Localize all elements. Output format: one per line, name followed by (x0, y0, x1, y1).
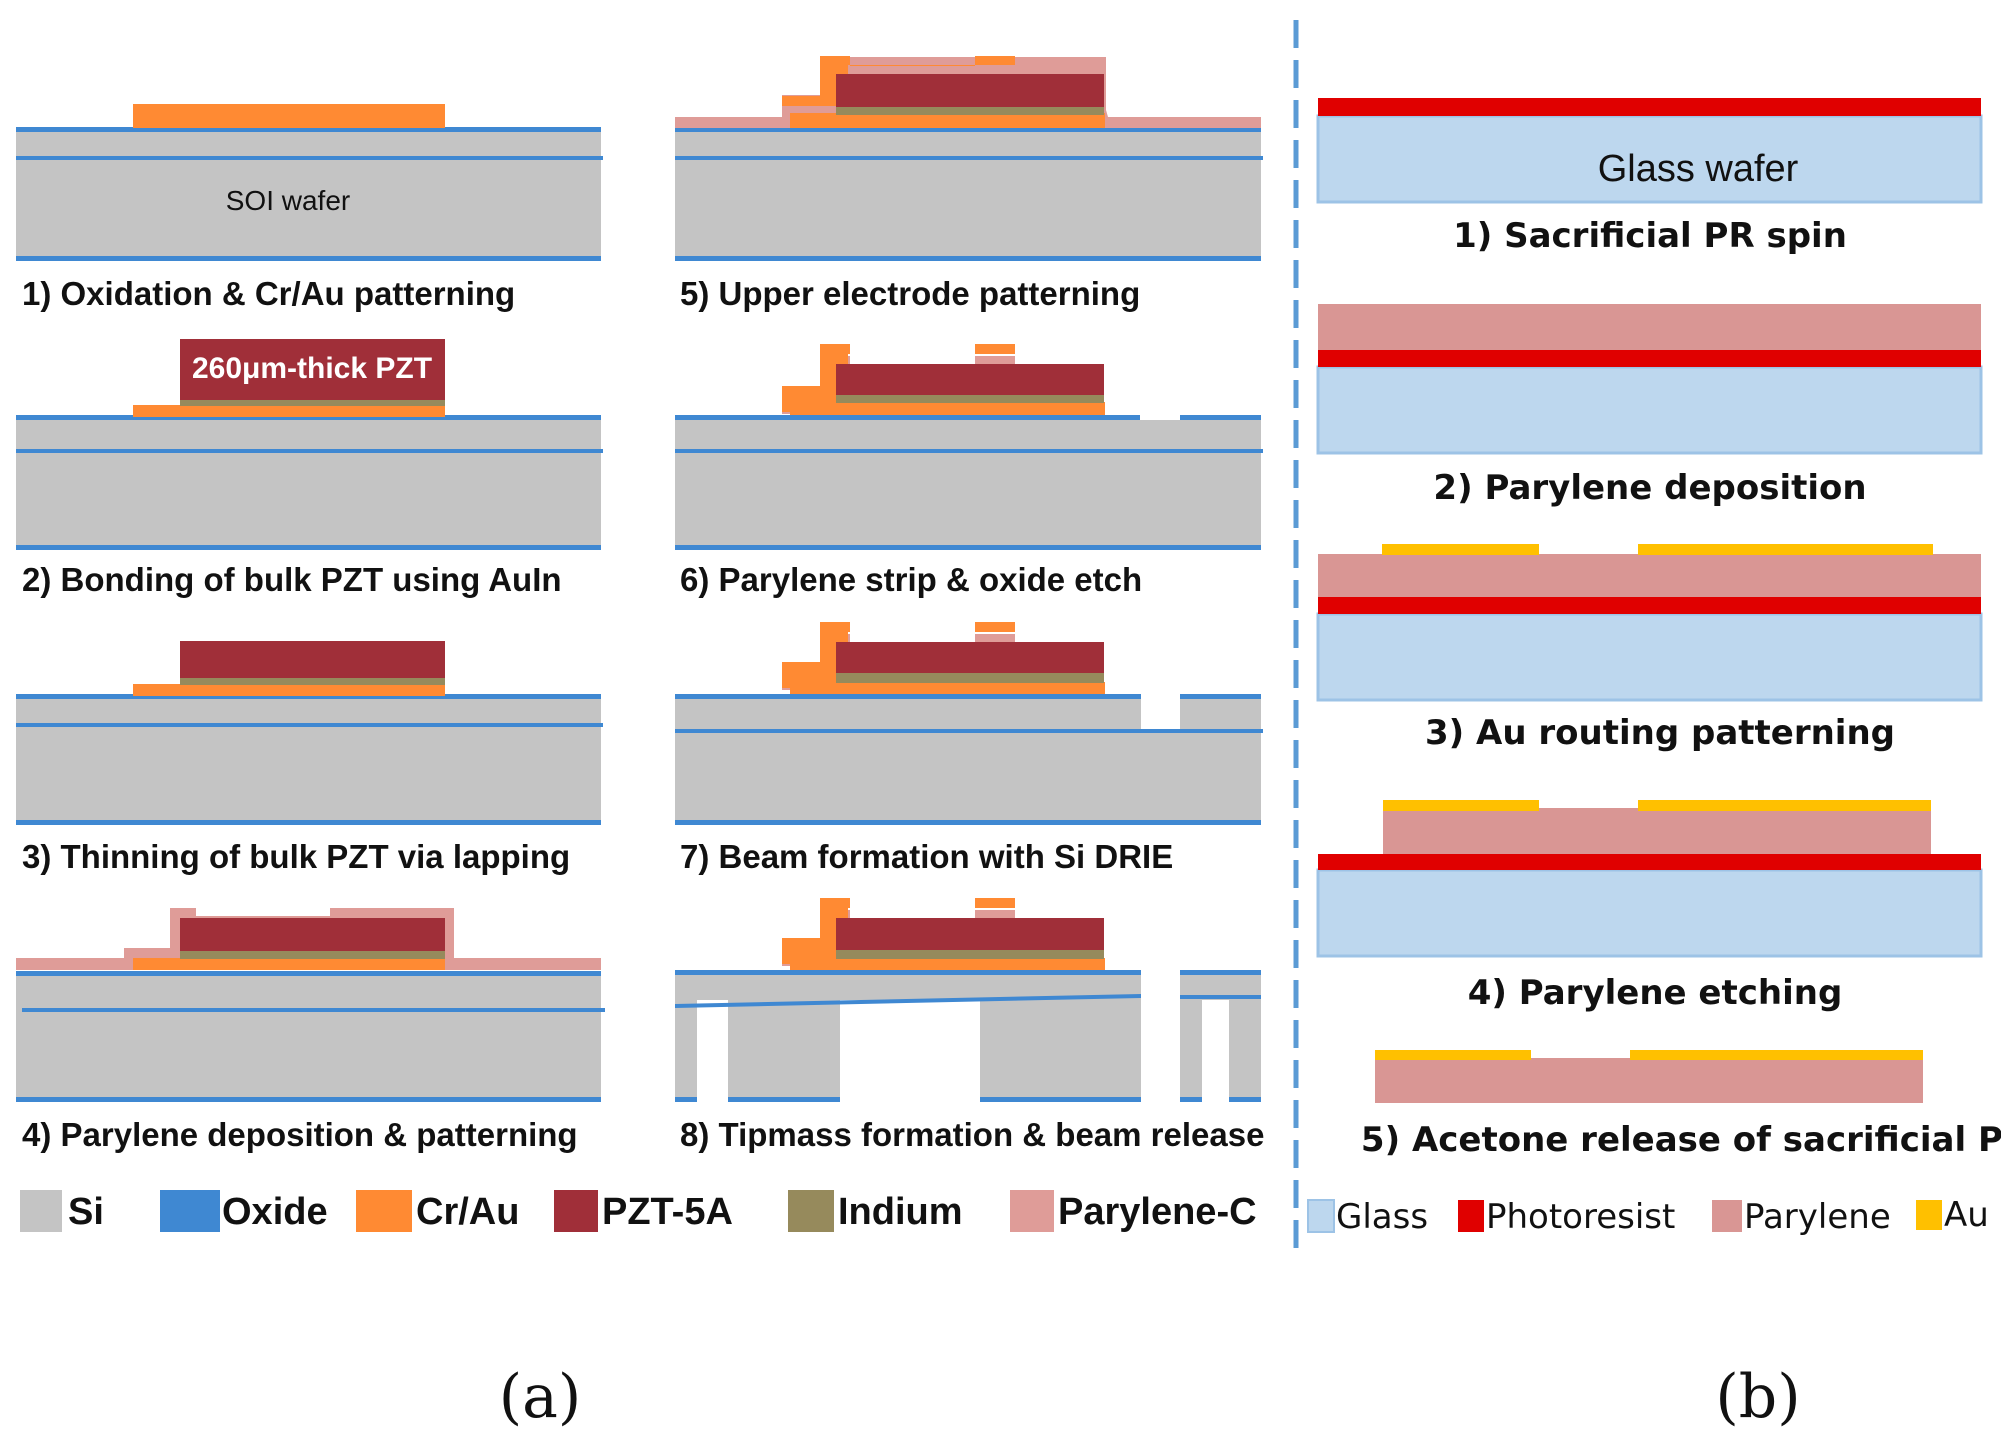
legend-label-crau: Cr/Au (416, 1191, 519, 1233)
step-b5-diagram (1375, 1050, 1923, 1103)
glass-wafer-label: Glass wafer (1598, 148, 1799, 190)
legend-swatch-oxide (160, 1190, 220, 1232)
legend-label-oxide: Oxide (222, 1191, 328, 1233)
legend-label-parylene: Parylene (1744, 1197, 1891, 1237)
legend-swatch-indium (788, 1190, 834, 1232)
step-b1-diagram: Glass wafer (1316, 98, 1983, 204)
step-a4-caption: 4) Parylene deposition & patterning (22, 1116, 578, 1153)
soi-wafer-label: SOI wafer (226, 185, 350, 216)
step-a3-diagram (16, 641, 603, 825)
pzt-thickness-label: 260μm-thick PZT (192, 352, 432, 385)
legend-label-indium: Indium (838, 1191, 963, 1233)
legend-label-parylene-c: Parylene-C (1058, 1191, 1257, 1233)
step-a2-diagram: 260μm-thick PZT (16, 339, 603, 550)
legend-swatch-photoresist (1458, 1200, 1484, 1232)
step-a7-diagram (675, 622, 1263, 825)
legend-swatch-parylene (1712, 1200, 1742, 1232)
step-a6-caption: 6) Parylene strip & oxide etch (680, 561, 1142, 598)
legend-swatch-glass (1307, 1199, 1335, 1233)
step-b4-diagram (1316, 800, 1983, 958)
step-b2-caption: 2) Parylene deposition (1433, 468, 1866, 508)
step-a8-caption: 8) Tipmass formation & beam release (680, 1116, 1264, 1153)
legend-swatch-pzt (554, 1190, 598, 1232)
legend-label-pzt: PZT-5A (602, 1191, 733, 1233)
step-b3-diagram (1316, 544, 1983, 702)
step-a4-diagram (16, 908, 605, 1102)
panel-a-label: (a) (499, 1362, 582, 1432)
step-a3-caption: 3) Thinning of bulk PZT via lapping (22, 838, 570, 875)
step-a6-diagram (675, 344, 1263, 550)
step-a8-diagram (675, 898, 1261, 1102)
step-a2-caption: 2) Bonding of bulk PZT using AuIn (22, 561, 562, 598)
legend-swatch-parylene-c (1010, 1190, 1054, 1232)
step-a5-caption: 5) Upper electrode patterning (680, 275, 1140, 312)
step-a7-caption: 7) Beam formation with Si DRIE (680, 838, 1173, 875)
legend-b: Glass Photoresist Parylene Au (1307, 1195, 1989, 1237)
legend-label-si: Si (68, 1191, 104, 1233)
step-b4-caption: 4) Parylene etching (1468, 973, 1843, 1013)
step-a1-caption: 1) Oxidation & Cr/Au patterning (22, 275, 515, 312)
step-b3-caption: 3) Au routing patterning (1425, 713, 1895, 753)
legend-label-au: Au (1944, 1195, 1989, 1235)
step-a1-diagram: SOI wafer (16, 104, 603, 261)
legend-a: Si Oxide Cr/Au PZT-5A Indium Parylene-C (20, 1190, 1257, 1233)
step-a5-diagram (675, 56, 1263, 261)
legend-label-photoresist: Photoresist (1486, 1197, 1675, 1237)
legend-swatch-au (1916, 1200, 1942, 1230)
panel-b-label: (b) (1715, 1362, 1800, 1432)
step-b5-caption: 5) Acetone release of sacrificial PR (1361, 1120, 2001, 1160)
legend-label-glass: Glass (1336, 1197, 1428, 1237)
step-b2-diagram (1316, 304, 1983, 455)
step-b1-caption: 1) Sacrificial PR spin (1453, 216, 1847, 256)
legend-swatch-si (20, 1190, 62, 1232)
legend-swatch-crau (356, 1190, 412, 1232)
